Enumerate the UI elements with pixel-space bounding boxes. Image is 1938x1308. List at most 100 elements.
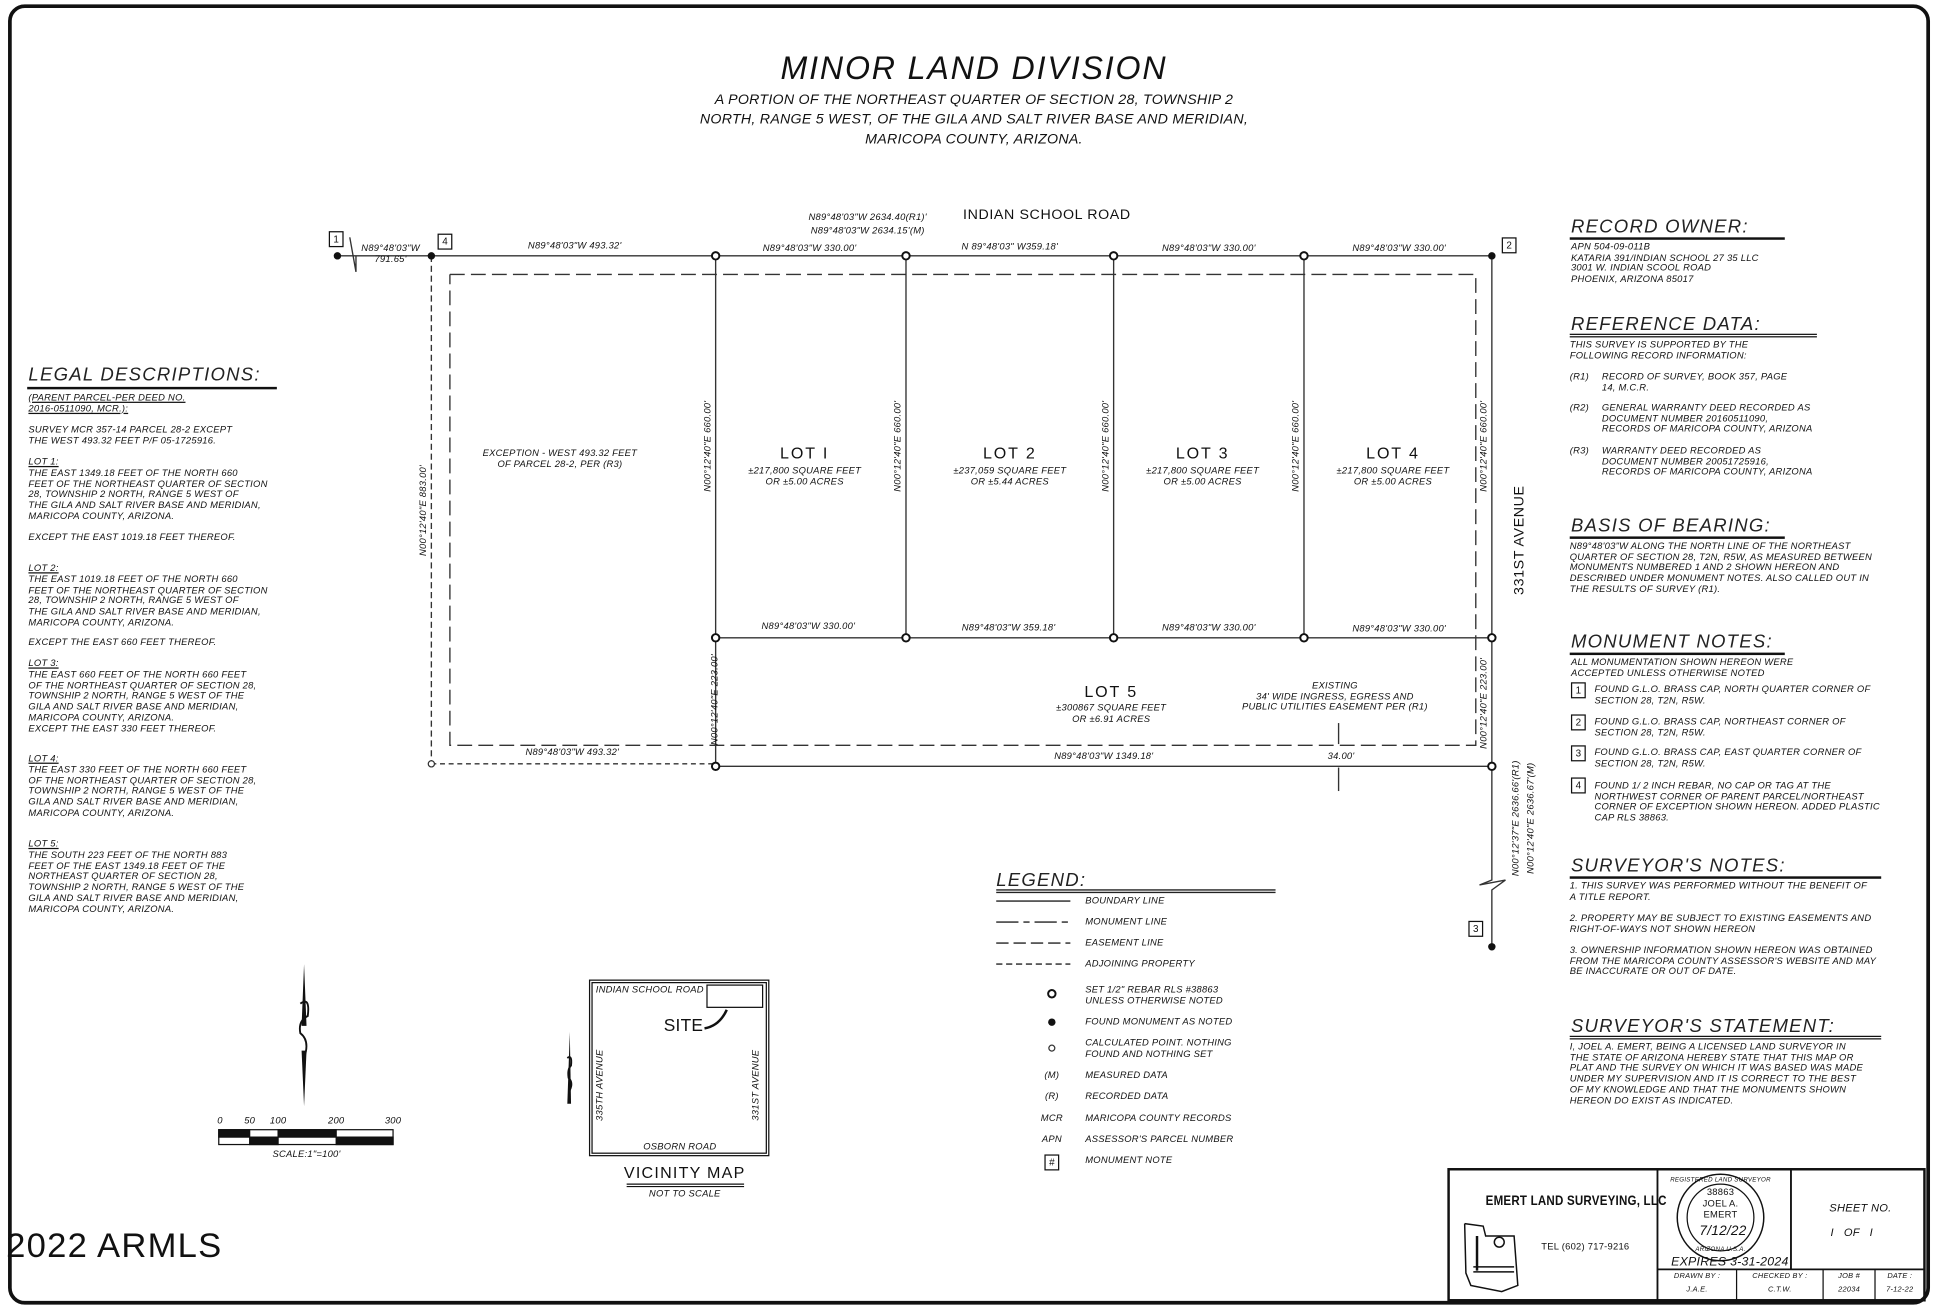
lot-4-description: THE EAST 330 FEET OF THE NORTH 660 FEET …: [28, 763, 257, 819]
east-boundary-line: [1479, 255, 1506, 947]
monument-note-text: FOUND G.L.O. BRASS CAP, NORTHEAST CORNER…: [1594, 715, 1846, 738]
exception-label: EXCEPTION - WEST 493.32 FEET OF PARCEL 2…: [482, 447, 638, 470]
monument-tag-4: 4: [437, 233, 453, 250]
vicinity-road-south: OSBORN ROAD: [643, 1140, 717, 1152]
bearing-label: N00°12'40"E 660.00': [891, 400, 904, 492]
legal-heading: LEGAL DESCRIPTIONS:: [28, 364, 261, 386]
legend-label: MARICOPA COUNTY RECORDS: [1085, 1112, 1232, 1124]
lot-2-heading: LOT 2:: [28, 562, 59, 574]
watermark: 2022 ARMLS: [6, 1226, 223, 1265]
site-box: [706, 984, 764, 1008]
checked-by-label: CHECKED BY :: [1752, 1273, 1808, 1281]
monument-note-text: FOUND 1/ 2 INCH REBAR, NO CAP OR TAG AT …: [1594, 779, 1880, 824]
job-number: 22034: [1838, 1286, 1860, 1295]
reference-heading: REFERENCE DATA:: [1570, 313, 1761, 335]
sheet-label: SHEET NO.: [1829, 1201, 1892, 1214]
lot-5-description: THE SOUTH 223 FEET OF THE NORTH 883 FEET…: [28, 849, 245, 915]
found-monument-3: [1488, 943, 1496, 951]
scale-tick: 0: [217, 1114, 223, 1126]
calculated-point: [427, 760, 436, 768]
scale-label: SCALE:1"=100': [272, 1148, 341, 1160]
lot-5-label: LOT 5: [1084, 682, 1138, 701]
reference-intro: THIS SURVEY IS SUPPORTED BY THE FOLLOWIN…: [1569, 338, 1749, 361]
lot-2-exception: EXCEPT THE EAST 660 FEET THEREOF.: [28, 636, 217, 648]
parent-parcel-heading: (PARENT PARCEL-PER DEED NO. 2016-0511090…: [28, 391, 186, 414]
vicinity-map-title: VICINITY MAP: [623, 1163, 746, 1182]
bearing-label: N00°12'40"E 223.00': [1477, 657, 1489, 749]
vicinity-road-east: 331ST AVENUE: [749, 1049, 761, 1121]
seal-ring-text: REGISTERED LAND SURVEYOR: [1670, 1176, 1771, 1185]
surveyor-note: 2. PROPERTY MAY BE SUBJECT TO EXISTING E…: [1569, 912, 1872, 935]
monument-note-symbol: #: [1044, 1154, 1060, 1171]
lot-2-area: ±237,059 SQUARE FEET OR ±5.44 ACRES: [953, 464, 1067, 487]
easement-width-label: 34.00': [1327, 750, 1355, 762]
vicinity-site-label: SITE: [663, 1014, 704, 1035]
monument-note-tag: 3: [1570, 745, 1586, 762]
monument-tag-3: 3: [1468, 920, 1484, 937]
scale-bar: [218, 1129, 394, 1146]
lot-3-label: LOT 3: [1175, 443, 1230, 463]
bearing-label: N89°48'03"W 330.00': [1352, 622, 1446, 635]
reference-text: RECORD OF SURVEY, BOOK 357, PAGE 14, M.C…: [1601, 370, 1788, 393]
north-arrow-icon: [298, 964, 310, 1107]
bearing-label: N89°48'03"W 493.32': [527, 239, 622, 251]
statement-text: I, JOEL A. EMERT, BEING A LICENSED LAND …: [1569, 1040, 1864, 1106]
legend-label: CALCULATED POINT. NOTHING FOUND AND NOTH…: [1085, 1037, 1232, 1059]
bearing-label: N00°12'40"E 660.00': [1477, 400, 1489, 492]
bearing-label: N89°48'03"W 330.00': [761, 620, 856, 632]
date-label: DATE :: [1887, 1273, 1913, 1281]
vicinity-north-arrow-icon: [566, 1032, 573, 1104]
legend-label: MEASURED DATA: [1085, 1069, 1168, 1081]
bearing-label: N89°48'03"W 330.00': [1161, 242, 1256, 254]
lot-3-area: ±217,800 SQUARE FEET OR ±5.00 ACRES: [1146, 464, 1260, 487]
bearing-label: N89°48'03"W 330.00': [1352, 242, 1446, 254]
bearing-label: N89°48'03"W 493.32': [525, 746, 620, 758]
bearing-label: N89°48'03"W 2634.15'(M): [810, 224, 925, 237]
set-rebar-marker: [1487, 761, 1497, 772]
parent-parcel-text: SURVEY MCR 357-14 PARCEL 28-2 EXCEPT THE…: [28, 423, 233, 446]
sheet-border: [8, 4, 1931, 1305]
monument-note-tag: 4: [1570, 777, 1586, 794]
calculated-point-icon: [1048, 1044, 1056, 1052]
scale-tick: 300: [384, 1114, 402, 1126]
lot-4-heading: LOT 4:: [28, 752, 59, 764]
bearing-label: N00°12'37"E 2636.66'(R1): [1509, 760, 1522, 877]
legend-label: SET 1/2" REBAR RLS #38863 UNLESS OTHERWI…: [1085, 983, 1223, 1006]
monument-tag-1: 1: [328, 231, 344, 248]
bearing-label: N00°12'40"E 2636.67'(M): [1524, 762, 1536, 874]
legend-label: ADJOINING PROPERTY: [1085, 957, 1195, 970]
reference-tag: (R1): [1569, 370, 1589, 382]
set-rebar-marker: [1108, 251, 1119, 261]
drawn-by-label: DRAWN BY :: [1673, 1273, 1721, 1281]
seal-number: 38863: [1706, 1186, 1735, 1198]
basis-heading: BASIS OF BEARING:: [1570, 515, 1771, 537]
lot-1-area: ±217,800 SQUARE FEET OR ±5.00 ACRES: [748, 464, 862, 487]
reference-tag: (R2): [1569, 401, 1589, 413]
monument-note-text: FOUND G.L.O. BRASS CAP, NORTH QUARTER CO…: [1594, 683, 1871, 706]
monument-note-tag: 1: [1570, 682, 1586, 699]
record-owner-text: APN 504-09-011B KATARIA 391/INDIAN SCHOO…: [1570, 241, 1759, 285]
easement-line: [449, 273, 1477, 746]
lot-3-description: THE EAST 660 FEET OF THE NORTH 660 FEET …: [28, 668, 257, 734]
legend-symbol: MCR: [1040, 1112, 1063, 1124]
found-monument-1: [333, 252, 342, 260]
legend-label: BOUNDARY LINE: [1085, 894, 1165, 906]
scale-tick: 50: [244, 1114, 256, 1126]
lot-5-area: ±300867 SQUARE FEET OR ±6.91 ACRES: [1056, 702, 1167, 724]
vicinity-road-north: INDIAN SCHOOL ROAD: [595, 983, 704, 995]
bearing-label: N00°12'40"E 660.00': [1099, 400, 1111, 492]
bearing-label: N00°12'40"E 223.00': [709, 654, 721, 746]
monument-note-tag: 2: [1570, 714, 1586, 731]
legend-heading: LEGEND:: [996, 870, 1087, 892]
bearing-label: N89°48'03"W 1349.18': [1054, 750, 1154, 762]
set-rebar-marker: [710, 251, 721, 261]
easement-label: EXISTING 34' WIDE INGRESS, EGRESS AND PU…: [1242, 679, 1428, 713]
bearing-label: N89°48'03"W 330.00': [1161, 621, 1256, 633]
legend-symbol: (M): [1044, 1069, 1060, 1081]
scale-tick: 100: [269, 1114, 287, 1126]
vicinity-map-frame: [588, 979, 770, 1157]
found-monument-4: [427, 252, 436, 260]
surveyor-seal: [1676, 1173, 1765, 1262]
seal-date: 7/12/22: [1699, 1223, 1747, 1239]
